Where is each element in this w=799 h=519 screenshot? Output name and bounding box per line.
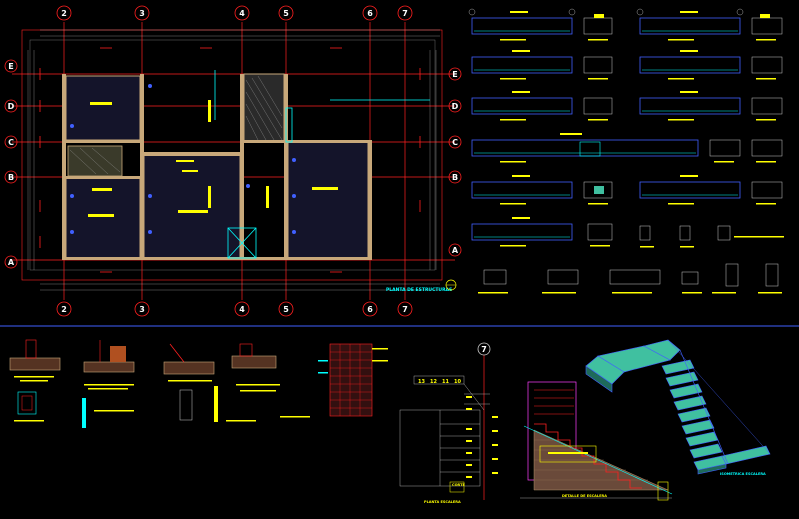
- plan-stair-hatch: [69, 75, 283, 175]
- grid-col-label: 6: [367, 305, 373, 314]
- brick-fill: [533, 429, 669, 491]
- grid-col-label: 2: [61, 9, 67, 18]
- foundation-details: [9, 339, 388, 428]
- grid-col-label: 5: [283, 305, 289, 314]
- grid-row-label: B: [452, 173, 458, 182]
- stair-plan-label: PLANTA ESCALERA: [424, 500, 461, 504]
- beam-detail: [471, 217, 613, 247]
- grid-row-label: B: [8, 173, 14, 182]
- grid-col-label: 7: [402, 9, 408, 18]
- beams: [62, 74, 372, 260]
- plan-column-markers: [70, 84, 296, 234]
- grid-row-label: A: [452, 246, 459, 255]
- grid-row-label: C: [8, 138, 14, 147]
- grid-col-label: 6: [367, 9, 373, 18]
- pedestal-detail: [14, 391, 44, 422]
- beam-detail: [636, 8, 783, 41]
- grid-col-label: 4: [239, 9, 245, 18]
- grid-col-label: 2: [61, 305, 67, 314]
- footing-detail: [231, 343, 280, 392]
- iso-stair-label: ISOMETRICA ESCALERA: [720, 472, 766, 476]
- plan-dimension-frame: [29, 39, 436, 271]
- beam-detail: [468, 8, 613, 41]
- grid-row-label: A: [8, 258, 15, 267]
- grid-row-label: D: [8, 102, 15, 111]
- stair-section: DETALLE DE ESCALERA: [520, 381, 673, 501]
- footing-detail: [163, 343, 215, 382]
- beam-detail: [471, 91, 613, 121]
- step-number: 10: [454, 379, 461, 385]
- grid-row-label: E: [452, 70, 457, 79]
- isometric-stair: ISOMETRICA ESCALERA: [585, 339, 771, 476]
- beam-elevations: [468, 8, 784, 294]
- structural-plan: PLANTA DE ESTRUCTURAS: [12, 22, 457, 300]
- step-number: 13: [418, 379, 425, 385]
- step-number: 12: [430, 379, 437, 385]
- grid-col-label: 7: [402, 305, 408, 314]
- wall-reinforcement-detail: [318, 343, 388, 417]
- dimension-lines: [27, 29, 440, 291]
- stair-grid-label: 7: [481, 345, 487, 354]
- plan-rebar-marks: [39, 47, 421, 273]
- grid-col-label: 5: [283, 9, 289, 18]
- plan-title: PLANTA DE ESTRUCTURAS: [386, 287, 452, 293]
- grid-bubbles-bottom: 2 3 4 5 6 7: [56, 301, 413, 317]
- beam-detail: [471, 175, 613, 205]
- column-sections: [478, 225, 784, 294]
- plan-cyan-details: [214, 70, 430, 259]
- grid-bubbles-left: E D C B A: [4, 59, 18, 269]
- beam-detail: [471, 50, 613, 80]
- plan-yellow-markers: [88, 100, 338, 217]
- stair-corte-label: CORTE: [452, 483, 465, 487]
- beam-detail: [639, 175, 783, 205]
- column-joint-detail: [82, 386, 310, 428]
- grid-col-label: 3: [139, 305, 145, 314]
- slab-panels: [65, 73, 369, 259]
- beam-detail: [639, 91, 783, 121]
- step-number: 11: [442, 379, 449, 385]
- grid-col-label: 3: [139, 9, 145, 18]
- grid-row-label: D: [452, 102, 459, 111]
- footing-detail: [83, 340, 135, 390]
- grid-row-label: E: [8, 62, 13, 71]
- grid-bubbles-right: E D C B A: [448, 67, 462, 257]
- footing-detail: [9, 339, 61, 382]
- stair-section-label: DETALLE DE ESCALERA: [562, 494, 607, 498]
- grid-row-label: C: [452, 138, 458, 147]
- beam-detail-long: [471, 133, 783, 163]
- grid-col-label: 4: [239, 305, 245, 314]
- beam-detail: [639, 50, 783, 80]
- grid-bubbles-top: 2 3 4 5 6 7: [56, 5, 413, 21]
- stair-plan: 7 13 12 11 10: [399, 342, 498, 504]
